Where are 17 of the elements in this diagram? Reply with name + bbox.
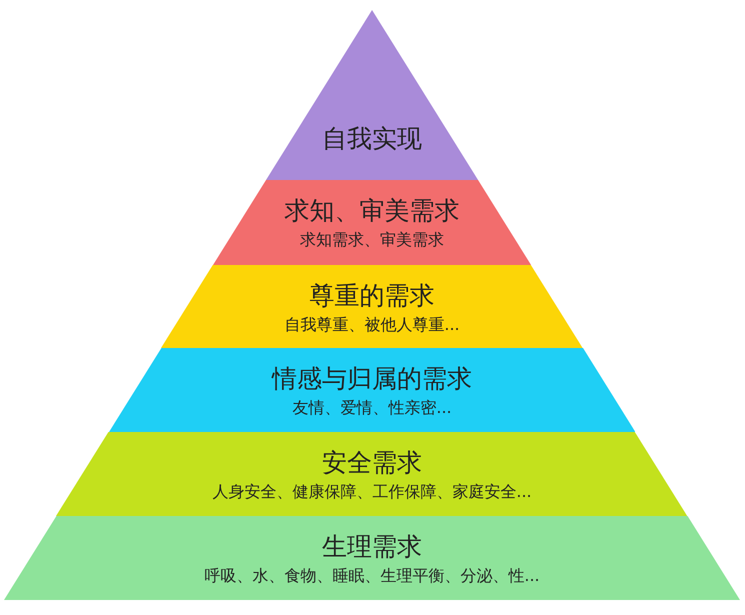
- tier-title: 自我实现: [320, 123, 423, 155]
- tier-title: 情感与归属的需求: [270, 363, 473, 395]
- tier-title: 生理需求: [321, 531, 423, 563]
- pyramid-tier: [161, 265, 583, 348]
- tier-title: 安全需求: [320, 447, 423, 479]
- tier-description: 友情、爱情、性亲密...: [291, 398, 453, 419]
- pyramid-tier: [56, 432, 688, 516]
- tier-title: 求知、审美需求: [283, 195, 460, 227]
- tier-title: 尊重的需求: [308, 280, 436, 312]
- tier-description: 人身安全、健康保障、工作保障、家庭安全...: [211, 482, 533, 503]
- tier-description: 呼吸、水、食物、睡眠、生理平衡、分泌、性...: [203, 566, 541, 587]
- tier-description: 求知需求、审美需求: [298, 230, 445, 251]
- pyramid-tier: [266, 10, 478, 180]
- pyramid-tier: [108, 348, 636, 432]
- pyramid-tier: [212, 180, 532, 265]
- tier-description: 自我尊重、被他人尊重...: [283, 315, 461, 336]
- pyramid-tier: [4, 516, 740, 600]
